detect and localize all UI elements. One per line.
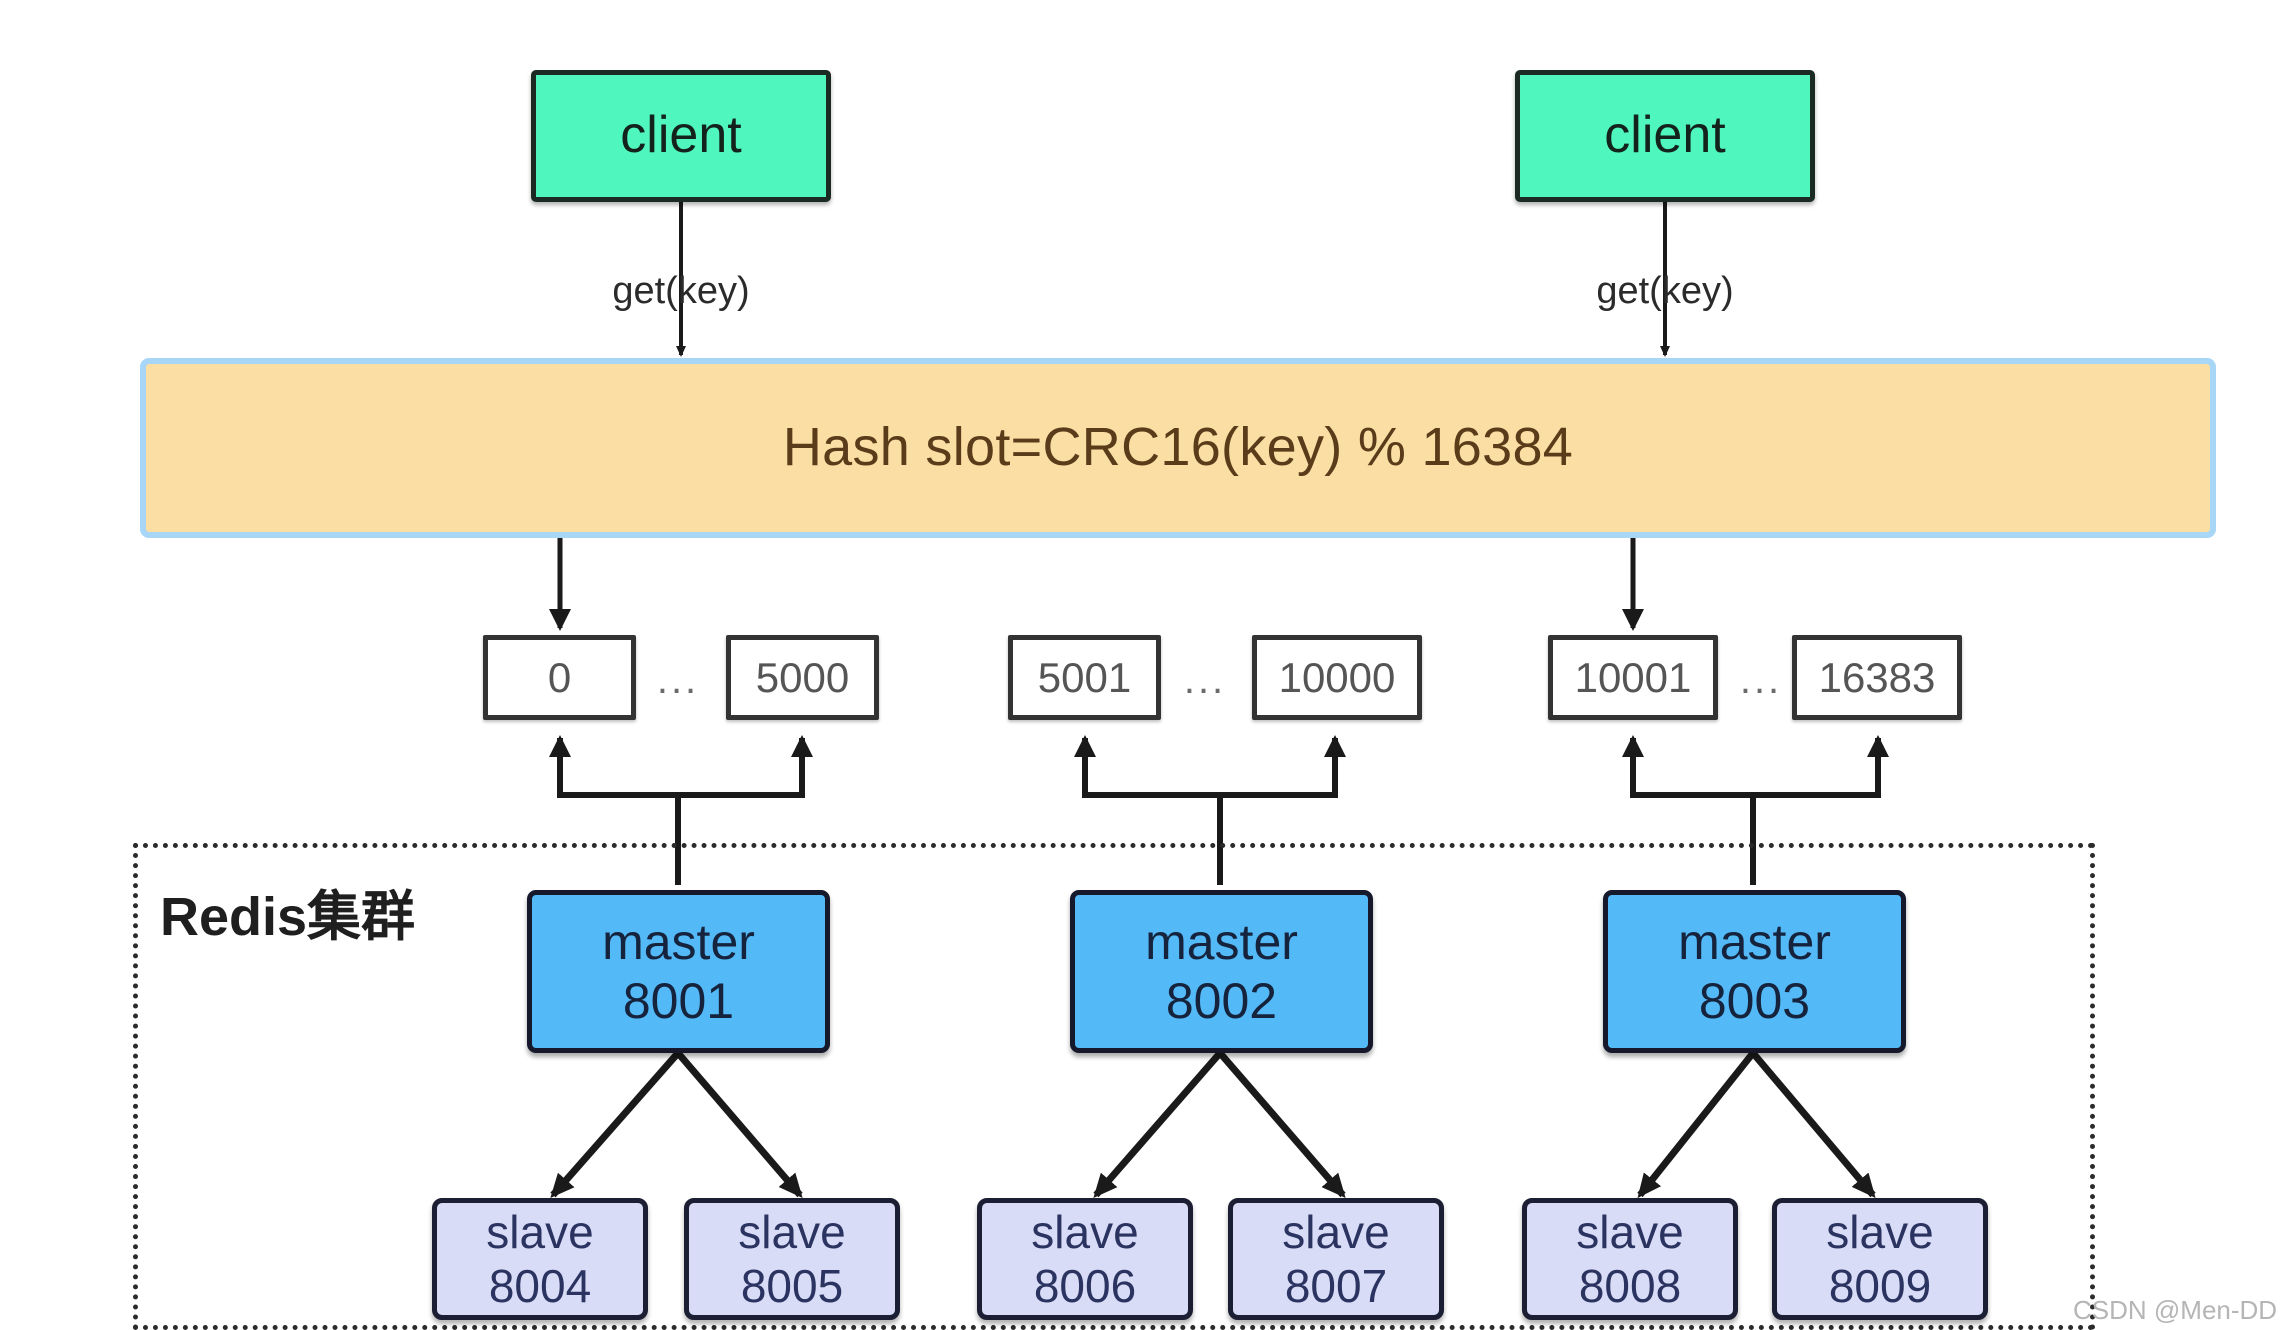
master-node-8001[interactable]: master 8001 [527, 890, 830, 1053]
cluster-label: Redis集群 [160, 887, 416, 947]
slot-box-10000[interactable]: 10000 [1252, 635, 1422, 720]
slave-node-8009-role: slave [1826, 1205, 1934, 1258]
slot-box-5000-label: 5000 [755, 653, 850, 701]
master-node-8002-role: master [1145, 913, 1298, 970]
master-node-8002[interactable]: master 8002 [1070, 890, 1373, 1053]
slave-node-8008-port: 8008 [1578, 1260, 1682, 1312]
redis-cluster-region [133, 843, 2095, 1330]
master-node-8003-role: master [1678, 913, 1831, 970]
slave-node-8007-port: 8007 [1284, 1260, 1388, 1312]
slave-node-8008[interactable]: slave 8008 [1522, 1198, 1738, 1320]
client-node-2-label: client [1604, 106, 1726, 165]
slot-box-0[interactable]: 0 [483, 635, 636, 720]
slot-box-0-label: 0 [547, 653, 572, 701]
client-node-1[interactable]: client [531, 70, 831, 202]
client-node-1-label: client [620, 106, 742, 165]
slave-node-8006[interactable]: slave 8006 [977, 1198, 1193, 1320]
slot-box-16383-label: 16383 [1818, 653, 1936, 701]
watermark: CSDN @Men-DD [2073, 1295, 2278, 1325]
slave-node-8005-port: 8005 [740, 1260, 844, 1312]
master-node-8001-role: master [602, 913, 755, 970]
master-node-8003-port: 8003 [1698, 972, 1811, 1029]
slot-box-10001-label: 10001 [1574, 653, 1692, 701]
master-node-8003[interactable]: master 8003 [1603, 890, 1906, 1053]
slave-node-8006-port: 8006 [1033, 1260, 1137, 1312]
edge-master8002-to-slot-end [1220, 735, 1346, 798]
master-node-8001-port: 8001 [622, 972, 735, 1029]
edge-label-client-2: get(key) [1596, 270, 1734, 312]
slot-box-5000[interactable]: 5000 [726, 635, 879, 720]
slot-box-5001-label: 5001 [1037, 653, 1132, 701]
slot-box-5001[interactable]: 5001 [1008, 635, 1161, 720]
slave-node-8004-port: 8004 [488, 1260, 592, 1312]
slave-node-8004-role: slave [486, 1205, 594, 1258]
slot-box-10001[interactable]: 10001 [1548, 635, 1718, 720]
slot-box-10000-label: 10000 [1278, 653, 1396, 701]
slot-ellipsis-group-2: ... [1183, 658, 1227, 702]
slave-node-8006-role: slave [1031, 1205, 1139, 1258]
slave-node-8004[interactable]: slave 8004 [432, 1198, 648, 1320]
slot-ellipsis-group-1: ... [656, 658, 700, 702]
client-node-2[interactable]: client [1515, 70, 1815, 202]
slave-node-8007-role: slave [1282, 1205, 1390, 1258]
slave-node-8008-role: slave [1576, 1205, 1684, 1258]
edge-master8003-to-slot-end [1753, 735, 1889, 798]
hash-slot-bar[interactable]: Hash slot=CRC16(key) % 16384 [140, 358, 2216, 538]
edge-label-client-1: get(key) [612, 270, 750, 312]
hash-slot-formula: Hash slot=CRC16(key) % 16384 [782, 417, 1574, 478]
slave-node-8007[interactable]: slave 8007 [1228, 1198, 1444, 1320]
slot-ellipsis-group-3: ... [1739, 658, 1783, 702]
slave-node-8005-role: slave [738, 1205, 846, 1258]
slave-node-8009-port: 8009 [1828, 1260, 1932, 1312]
slave-node-8009[interactable]: slave 8009 [1772, 1198, 1988, 1320]
edge-master8001-to-slot-end [678, 735, 813, 798]
slave-node-8005[interactable]: slave 8005 [684, 1198, 900, 1320]
master-node-8002-port: 8002 [1165, 972, 1278, 1029]
slot-box-16383[interactable]: 16383 [1792, 635, 1962, 720]
